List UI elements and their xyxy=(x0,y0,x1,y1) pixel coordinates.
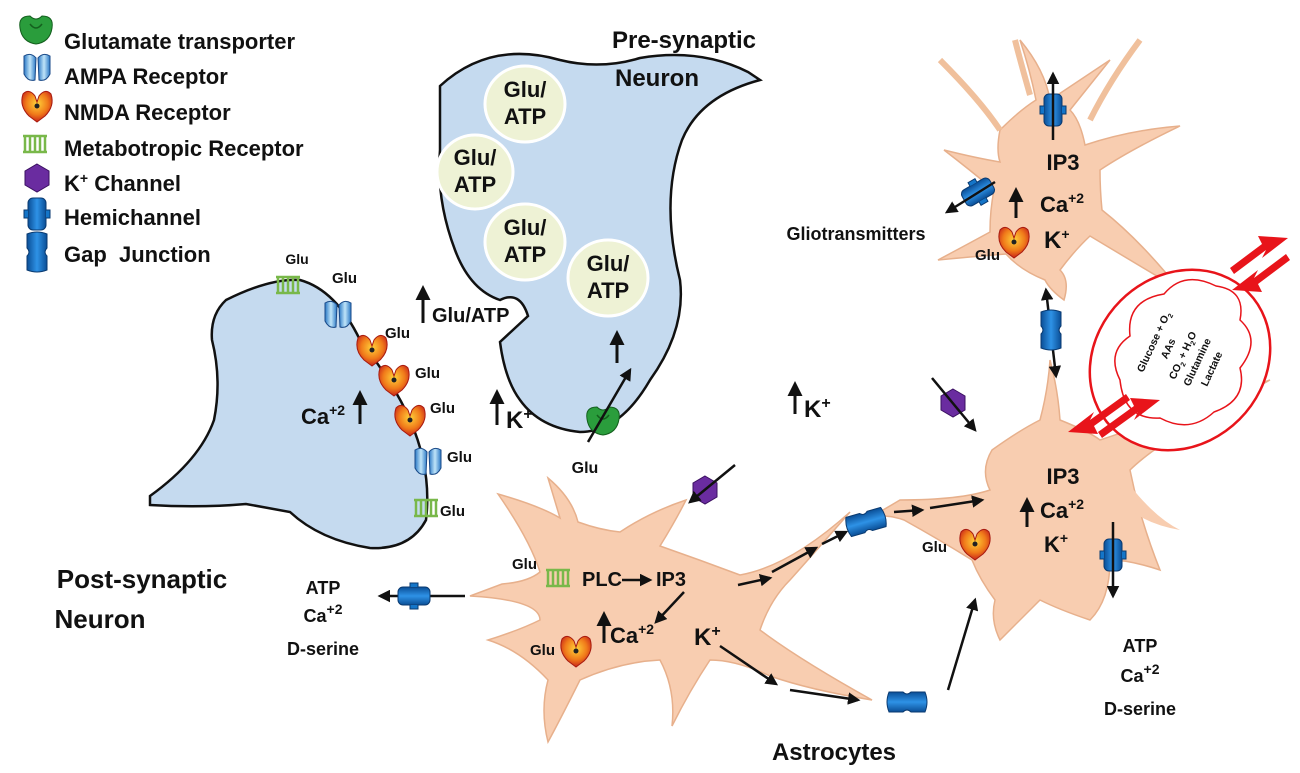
dserine-label: D-serine xyxy=(287,639,359,659)
glu-label: Glu xyxy=(530,642,555,659)
legend-item-k-channel: K+ Channel xyxy=(24,163,181,196)
arrow xyxy=(821,530,849,546)
arrow xyxy=(789,688,861,705)
legend-item-ampa: AMPA Receptor xyxy=(23,53,228,89)
k-label: K+ xyxy=(506,406,533,434)
svg-text:K+ Channel: K+ Channel xyxy=(64,170,181,196)
svg-text:AMPA Receptor: AMPA Receptor xyxy=(64,64,228,89)
svg-text:ATP: ATP xyxy=(454,172,496,197)
svg-text:Gap Junction: Gap Junction xyxy=(64,242,211,267)
hemichannel-icon xyxy=(23,197,51,231)
k-label: K+ xyxy=(1044,530,1068,557)
metabolism-cloud: Glucose + O2 AAs CO2 + H2O Glutamine Lac… xyxy=(1088,268,1272,452)
glu-label: Glu xyxy=(332,270,357,287)
ip3-label: IP3 xyxy=(656,569,686,591)
glu-label: Glu xyxy=(440,503,465,520)
arrow xyxy=(771,546,819,574)
glutamate-transporter-icon xyxy=(18,15,54,45)
pre-synaptic-title-line2: Neuron xyxy=(615,65,699,92)
astrocytes-title: Astrocytes xyxy=(772,739,896,766)
post-synaptic-neuron xyxy=(148,278,429,550)
arrow xyxy=(654,591,685,624)
svg-text:Hemichannel: Hemichannel xyxy=(64,205,201,230)
glu-label: Glu xyxy=(572,460,599,477)
k-label: K+ xyxy=(694,623,721,651)
arrow xyxy=(893,504,925,517)
legend-item-gap-junction: Gap Junction xyxy=(26,231,211,273)
post-synaptic-title-line2: Neuron xyxy=(55,604,146,634)
k-label: K+ xyxy=(804,395,831,423)
vesicle: Glu/ ATP xyxy=(483,202,567,282)
svg-text:Glu/: Glu/ xyxy=(454,145,497,170)
svg-text:Glu/: Glu/ xyxy=(504,215,547,240)
exchange-arrows-lower xyxy=(1068,394,1160,438)
gap-junction-icon xyxy=(26,231,48,273)
glu-label: Glu xyxy=(430,400,455,417)
svg-text:Glutamate transporter: Glutamate transporter xyxy=(64,29,295,54)
svg-text:ATP: ATP xyxy=(587,278,629,303)
vesicle: Glu/ ATP xyxy=(566,238,650,318)
arrow xyxy=(929,495,985,510)
k-influx-arrow xyxy=(688,464,736,504)
glu-atp-label: Glu/ATP xyxy=(432,305,509,327)
gliotransmitters-label: Gliotransmitters xyxy=(786,224,925,244)
plc-label: PLC xyxy=(582,569,622,591)
glu-label: Glu xyxy=(512,556,537,573)
legend-item-glutamate-transporter: Glutamate transporter xyxy=(18,15,295,54)
svg-text:Metabotropic Receptor: Metabotropic Receptor xyxy=(64,136,304,161)
svg-text:ATP: ATP xyxy=(504,104,546,129)
legend-item-metabotropic: Metabotropic Receptor xyxy=(21,134,304,161)
ca-label: Ca+2 xyxy=(301,402,345,429)
post-synaptic-title: Post-synaptic xyxy=(57,564,228,594)
glu-label: Glu xyxy=(447,449,472,466)
ca-label: Ca+2 xyxy=(1121,661,1160,686)
ca-label: Ca+2 xyxy=(304,601,343,626)
arrow xyxy=(946,597,979,691)
ampa-receptor-icon xyxy=(23,53,51,81)
legend-item-nmda: NMDA Receptor xyxy=(21,90,231,125)
svg-text:Glu/: Glu/ xyxy=(504,77,547,102)
astrocyte-bottom xyxy=(469,475,873,745)
arrow xyxy=(737,574,773,587)
legend: Glutamate transporter AMPA Receptor NMDA… xyxy=(18,15,304,273)
glu-label: Glu xyxy=(385,325,410,342)
ca-label: Ca+2 xyxy=(1040,190,1084,217)
vesicle: Glu/ ATP xyxy=(435,133,515,211)
ampa-receptor-icon xyxy=(414,447,442,475)
k-channel-icon xyxy=(24,163,50,193)
svg-text:NMDA Receptor: NMDA Receptor xyxy=(64,100,231,125)
k-influx-arrow xyxy=(931,377,977,432)
ip3-label: IP3 xyxy=(1046,464,1079,489)
svg-text:Glu/: Glu/ xyxy=(587,251,630,276)
glu-label: Glu xyxy=(415,365,440,382)
k-label: K+ xyxy=(1044,226,1070,254)
legend-item-hemichannel: Hemichannel xyxy=(23,197,201,231)
atp-label: ATP xyxy=(1123,636,1158,656)
exchange-arrows-upper xyxy=(1230,236,1290,292)
gap-junction-icon xyxy=(886,691,928,713)
glu-label: Glu xyxy=(285,251,308,267)
hemichannel-icon xyxy=(397,582,431,610)
glu-label: Glu xyxy=(975,247,1000,264)
metabotropic-receptor-icon xyxy=(21,134,49,154)
ca-label: Ca+2 xyxy=(610,621,654,648)
uptake-arrow xyxy=(586,367,632,443)
vesicle: Glu/ ATP xyxy=(483,64,567,144)
pre-synaptic-title: Pre-synaptic xyxy=(612,27,756,54)
ca-label: Ca+2 xyxy=(1040,496,1084,523)
dserine-label: D-serine xyxy=(1104,699,1176,719)
gap-junction-icon xyxy=(1040,309,1062,351)
arrow xyxy=(719,644,779,686)
atp-label: ATP xyxy=(306,578,341,598)
glu-label: Glu xyxy=(922,539,947,556)
gap-junction-icon xyxy=(843,506,889,538)
ip3-label: IP3 xyxy=(1046,150,1079,175)
release-arrow xyxy=(944,180,996,214)
nmda-receptor-icon xyxy=(21,90,53,123)
svg-text:ATP: ATP xyxy=(504,242,546,267)
